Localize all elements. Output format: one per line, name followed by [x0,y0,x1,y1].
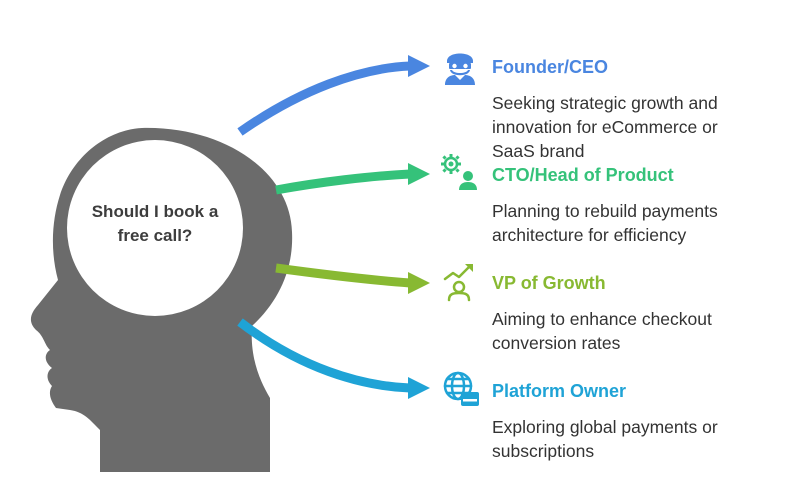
arrowhead-cto [408,163,430,185]
arrow-vp [275,263,411,288]
platform-desc-line: subscriptions [492,441,595,461]
arrow-platform [237,318,411,393]
cto-description: Planning to rebuild payments architectur… [492,199,782,247]
cto-title: CTO/Head of Product [492,165,674,185]
arrows [237,55,430,399]
arrowhead-vp [408,272,430,294]
founder-desc-line: innovation for eCommerce or [492,117,718,137]
founder-desc-line: SaaS brand [492,141,585,161]
center-question: Should I book a free call? [72,200,238,248]
arrowhead-platform [408,377,430,399]
founder-description: Seeking strategic growth and innovation … [492,91,782,163]
head-circle [67,140,243,316]
founder-title: Founder/CEO [492,57,608,77]
vp-description: Aiming to enhance checkout conversion ra… [492,307,782,355]
vp-desc-line: Aiming to enhance checkout [492,309,712,329]
cto-desc-line: architecture for efficiency [492,225,687,245]
question-line-1: Should I book a [91,202,219,221]
vp-desc-line: conversion rates [492,333,621,353]
arrow-cto [275,169,411,195]
arrowhead-founder [408,55,430,77]
platform-title: Platform Owner [492,381,627,401]
growth-person-icon [443,264,473,302]
cto-desc-line: Planning to rebuild payments [492,201,718,221]
gear-person-icon [441,154,477,190]
question-line-2: free call? [117,226,193,245]
platform-description: Exploring global payments or subscriptio… [492,415,782,463]
globe-card-icon [443,371,479,406]
arrow-founder [237,61,411,136]
vp-title: VP of Growth [492,273,606,293]
founder-icon [445,53,475,85]
platform-desc-line: Exploring global payments or [492,417,718,437]
founder-desc-line: Seeking strategic growth and [492,93,718,113]
